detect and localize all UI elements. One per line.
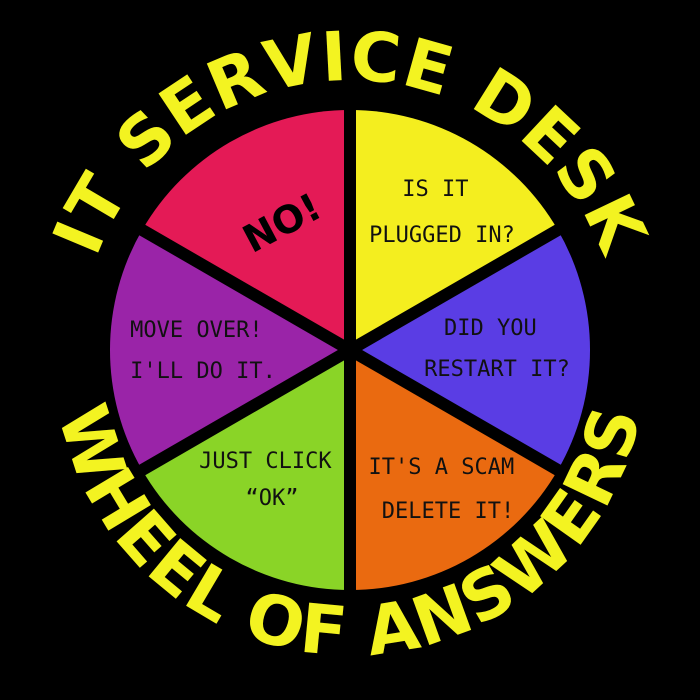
divider-lower-left xyxy=(133,344,354,479)
divider-lower-right xyxy=(346,344,567,479)
slice-click-ok xyxy=(142,350,350,590)
slice-click-ok-label: JUST CLICK “OK” xyxy=(199,449,345,511)
slice-scam-line-1: IT'S A SCAM xyxy=(369,455,515,480)
slice-click-ok-line-2: “OK” xyxy=(246,486,299,511)
slice-plugged-in-label: IS IT PLUGGED IN? xyxy=(369,177,515,248)
slice-restart-line-2: RESTART IT? xyxy=(424,357,570,382)
divider-upper-right xyxy=(346,221,567,356)
slice-plugged-in xyxy=(350,110,558,350)
slice-plugged-in-line-1: IS IT xyxy=(402,177,468,202)
slice-move-over-line-1: MOVE OVER! xyxy=(130,318,262,343)
slice-move-over-label: MOVE OVER! I'LL DO IT. xyxy=(130,318,276,384)
slice-no xyxy=(142,110,350,350)
slice-scam-label: IT'S A SCAM DELETE IT! xyxy=(369,455,528,524)
slice-restart-line-1: DID YOU xyxy=(444,316,537,341)
slice-scam-line-2: DELETE IT! xyxy=(382,499,514,524)
slice-restart xyxy=(350,230,591,470)
answer-wheel xyxy=(109,104,591,596)
slice-move-over xyxy=(109,230,350,470)
slice-click-ok-line-1: JUST CLICK xyxy=(199,449,332,474)
slice-move-over-line-2: I'LL DO IT. xyxy=(130,359,276,384)
slice-restart-label: DID YOU RESTART IT? xyxy=(424,316,570,382)
slice-scam xyxy=(350,350,558,590)
slice-plugged-in-line-2: PLUGGED IN? xyxy=(369,223,515,248)
divider-upper-left xyxy=(133,221,354,356)
